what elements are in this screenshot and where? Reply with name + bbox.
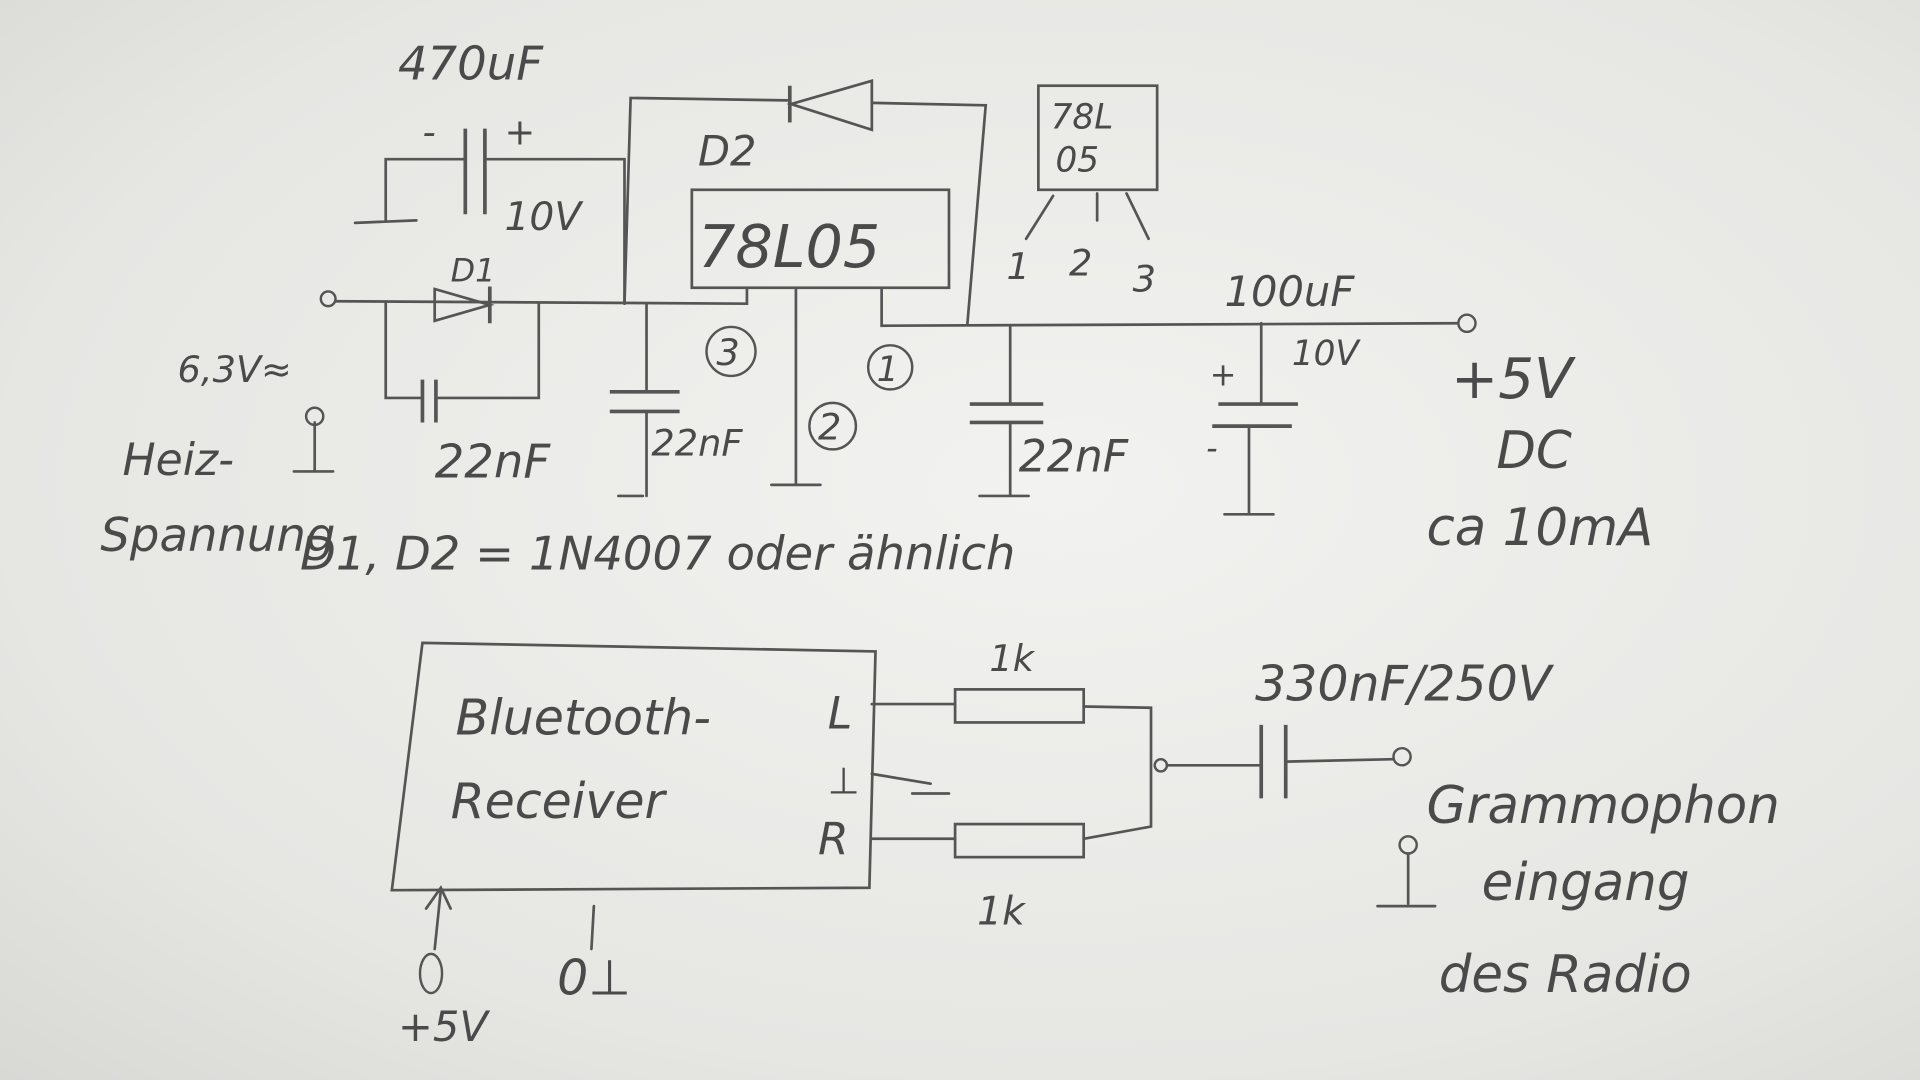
c100-minus: - [1206,429,1218,467]
regulator-label: 78L05 [698,212,880,281]
ground-terminal [304,406,325,427]
c470-wire [353,157,626,306]
c100-value: 100uF [1224,267,1355,316]
target-label-3: des Radio [1439,945,1692,1005]
pinout-package [1037,84,1159,192]
cap-22nf-2-label: 22nF [651,422,743,465]
pin-ground: ⊥ [828,759,860,802]
c100-plus: + [1210,356,1237,394]
supply-label: +5V [398,1002,490,1051]
output-current: ca 10mA [1427,498,1654,558]
supply-terminal [418,952,444,995]
coupling-wire [1165,757,1395,767]
cap-22nf-2-wire [617,302,648,498]
resistor-bottom-label: 1k [977,889,1026,934]
ground-wire [590,904,596,951]
capacitor-470uf [463,128,487,215]
junction [1153,757,1169,773]
resistor-left [953,688,1086,724]
pinout-top: 78L [1051,98,1114,138]
receiver-label-2: Receiver [451,773,668,830]
input-terminal [319,290,337,308]
pinout-pin-3: 3 [1133,257,1156,300]
ground-label: 0⊥ [557,949,631,1006]
output-voltage: +5V [1451,347,1576,412]
input-name-1: Heiz- [122,435,234,486]
pin2-circle [808,401,858,451]
receiver-label-1: Bluetooth- [456,690,711,747]
capacitor-330nf [1259,724,1288,799]
diode-d2 [786,79,874,132]
target-label-1: Grammophon [1427,776,1780,836]
pinout-legs [1024,192,1150,241]
output-type: DC [1496,421,1572,481]
c470-value: 470uF [398,37,544,91]
bluetooth-receiver-box [390,641,877,892]
pin3-number: 3 [716,331,739,374]
c470-plus: + [504,110,535,153]
output-wire [880,287,1459,328]
diode-note: D1, D2 = 1N4007 oder ähnlich [300,526,1015,580]
cap-22nf-3-label: 22nF [1019,431,1129,482]
pin1-circle [866,344,914,391]
output-terminal [1457,313,1477,334]
capacitor-22nf-3 [969,402,1044,425]
resistor-right [953,822,1086,859]
capacitor-22nf-2 [609,390,680,414]
d1-label: D1 [451,252,496,290]
d1-bypass-wire [384,301,541,400]
diode-d1 [433,286,495,324]
pin2-number: 2 [818,406,841,449]
cap-22nf-1-label: 22nF [435,435,552,489]
pinout-pin-1: 1 [1007,245,1030,288]
d2-loop-wire [623,96,988,326]
coupling-cap-label: 330nF/250V [1255,655,1555,712]
target-label-2: eingang [1482,853,1690,913]
cap-22nf-3-wire [978,324,1030,498]
radio-ground-terminal [1398,835,1418,855]
input-name-2: Spannung [100,508,335,562]
pinout-pin-2: 2 [1069,242,1092,285]
c470-minus: - [422,110,435,153]
audio-circuit: Bluetooth- Receiver L ⊥ R 1k 1k 330nF/25… [390,637,1780,1051]
radio-input-terminal [1392,746,1412,767]
regulator-ground [770,287,822,487]
d2-label: D2 [698,126,757,175]
ground-symbol [292,421,335,473]
regulator-78l05 [690,188,951,290]
input-wire [334,287,749,306]
capacitor-100uf [1212,402,1298,428]
power-supply-circuit: 470uF - + 10V D2 D1 78L05 3 2 1 78L 05 1… [100,37,1653,581]
pin-left: L [828,689,853,740]
pin-right: R [818,815,849,866]
pinout-bottom: 05 [1056,140,1100,180]
resistor-top-label: 1k [989,637,1035,680]
pin1-number: 1 [877,350,899,390]
radio-ground-symbol [1376,852,1437,908]
capacitor-22nf-d1 [420,379,438,423]
c100-voltage: 10V [1292,334,1362,374]
c470-voltage: 10V [504,195,584,240]
input-voltage: 6,3V≈ [178,348,292,391]
pin3-circle [705,325,757,378]
cap-100uf-wire [1223,321,1275,516]
supply-arrow [424,885,452,951]
audio-wires [870,702,1153,841]
